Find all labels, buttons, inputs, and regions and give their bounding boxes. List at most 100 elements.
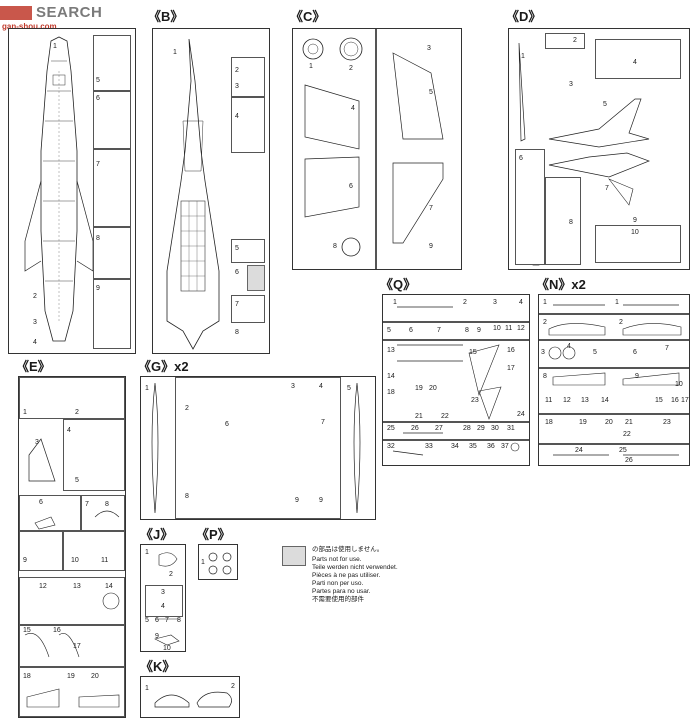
frame-b-num-1: 1	[173, 49, 177, 56]
frame-e-part-6	[19, 495, 81, 531]
frame-e-drawing	[24, 438, 120, 708]
frame-c-num-3: 3	[427, 45, 431, 52]
frame-q-num-5: 5	[387, 327, 391, 334]
frame-j-num-8: 8	[177, 617, 181, 624]
frame-n-drawing	[548, 304, 682, 456]
frame-a-num-8: 8	[96, 235, 100, 242]
frame-n-header: 《N》x2	[536, 277, 586, 292]
frame-n-num-23: 23	[663, 419, 671, 426]
frame-c-num-9: 9	[429, 243, 433, 250]
frame-q-num-6: 6	[409, 327, 413, 334]
frame-q-num-21: 21	[415, 413, 423, 420]
frame-k-header: 《K》	[140, 659, 176, 674]
fuselage-lower-drawing	[24, 36, 94, 342]
frame-e-num-2: 2	[75, 409, 79, 416]
frame-a-num-2: 2	[33, 293, 37, 300]
frame-n-num-3: 3	[541, 349, 545, 356]
frame-k-drawing	[154, 691, 232, 708]
frame-e-num-8: 8	[105, 501, 109, 508]
frame-e-num-12: 12	[39, 583, 47, 590]
frame-q-header: 《Q》	[380, 277, 417, 292]
frame-e-num-13: 13	[73, 583, 81, 590]
frame-q-num-11: 11	[505, 325, 513, 332]
frame-g-num-3: 3	[291, 383, 295, 390]
frame-d-num-8: 8	[569, 219, 573, 226]
frame-q-num-32: 32	[387, 443, 395, 450]
frame-d-num-7: 7	[605, 185, 609, 192]
unused-parts-swatch	[282, 546, 306, 566]
frame-b-num-8: 8	[235, 329, 239, 336]
frame-n-num-5: 5	[593, 349, 597, 356]
notice-line-fr: Pièces à ne pas utiliser.	[312, 572, 381, 579]
frame-e-num-10: 10	[71, 557, 79, 564]
frame-e-num-17: 17	[73, 643, 81, 650]
frame-a-num-3: 3	[33, 319, 37, 326]
frame-d-part-8	[545, 177, 581, 265]
frame-n-num-16: 16	[671, 397, 679, 404]
frame-j-header: 《J》	[140, 527, 174, 542]
frame-b-header: 《B》	[148, 9, 184, 24]
frame-d-part-3	[595, 39, 681, 79]
frame-g-inner	[175, 377, 341, 519]
frame-n-row-divider-2	[539, 339, 689, 341]
frame-q-num-37: 37	[501, 443, 509, 450]
frame-q-num-3: 3	[493, 299, 497, 306]
frame-a-num-7: 7	[96, 161, 100, 168]
frame-n-num-20: 20	[605, 419, 613, 426]
frame-q-num-4: 4	[519, 299, 523, 306]
frame-q-num-9: 9	[477, 327, 481, 334]
frame-c-num-7: 7	[429, 205, 433, 212]
frame-n-num-11: 11	[545, 397, 553, 404]
frame-q-num-20: 20	[429, 385, 437, 392]
frame-k-num-2: 2	[231, 683, 235, 690]
frame-d-part-2	[545, 33, 585, 49]
frame-e-num-19: 19	[67, 673, 75, 680]
frame-n-num-1b: 1	[615, 299, 619, 306]
frame-b-part-4	[231, 97, 265, 153]
frame-q-row-divider-3	[383, 421, 529, 423]
frame-n-num-10: 10	[675, 381, 683, 388]
frame-e-num-5: 5	[75, 477, 79, 484]
frame-q-num-26: 26	[411, 425, 419, 432]
frame-d-num-10: 10	[631, 229, 639, 236]
frame-g-num-1: 1	[145, 385, 149, 392]
frame-n-num-9: 9	[635, 373, 639, 380]
frame-n-num-18: 18	[545, 419, 553, 426]
frame-b-num-5: 5	[235, 245, 239, 252]
frame-q-num-16: 16	[507, 347, 515, 354]
frame-e-part-1-2	[19, 377, 125, 419]
frame-q-num-14: 14	[387, 373, 395, 380]
frame-g-num-7: 7	[321, 419, 325, 426]
frame-q: 1 2 3 4 5 6 7 8 9 10 11 12 13 14 15 16 1…	[382, 294, 530, 466]
frame-c-num-6: 6	[349, 183, 353, 190]
frame-a-part-6	[93, 91, 131, 149]
frame-e-num-9: 9	[23, 557, 27, 564]
notice-line-it: Parti non per uso.	[312, 580, 364, 587]
frame-g-num-4: 4	[319, 383, 323, 390]
frame-d-num-5: 5	[603, 101, 607, 108]
frame-d-part-10	[595, 225, 681, 263]
frame-b-part-5	[231, 239, 265, 263]
frame-n: 1 1 2 2 3 4 5 6 7 8 9 10 11 12 13 14 15 …	[538, 294, 690, 466]
frame-q-num-25: 25	[387, 425, 395, 432]
frame-q-num-24: 24	[517, 411, 525, 418]
frame-q-num-19: 19	[415, 385, 423, 392]
frame-q-num-17: 17	[507, 365, 515, 372]
frame-e-num-18: 18	[23, 673, 31, 680]
frame-n-num-15: 15	[655, 397, 663, 404]
frame-c-num-2: 2	[349, 65, 353, 72]
frame-e-part-4-5	[63, 419, 125, 491]
frame-e-part-12-14	[19, 577, 125, 625]
frame-b-num-6: 6	[235, 269, 239, 276]
frame-d-num-9: 9	[633, 217, 637, 224]
notice-line-de: Teile werden nicht verwendet.	[312, 564, 398, 571]
frame-b-num-7: 7	[235, 301, 239, 308]
frame-g-num-8: 8	[185, 493, 189, 500]
frame-b-part-2	[231, 57, 265, 97]
frame-e-num-1: 1	[23, 409, 27, 416]
frame-j-part-3-4	[145, 585, 183, 617]
frame-j-num-3: 3	[161, 589, 165, 596]
watermark-url: gan-shou.com	[2, 22, 57, 31]
frame-b-part-7	[231, 295, 265, 323]
frame-g-num-2: 2	[185, 405, 189, 412]
